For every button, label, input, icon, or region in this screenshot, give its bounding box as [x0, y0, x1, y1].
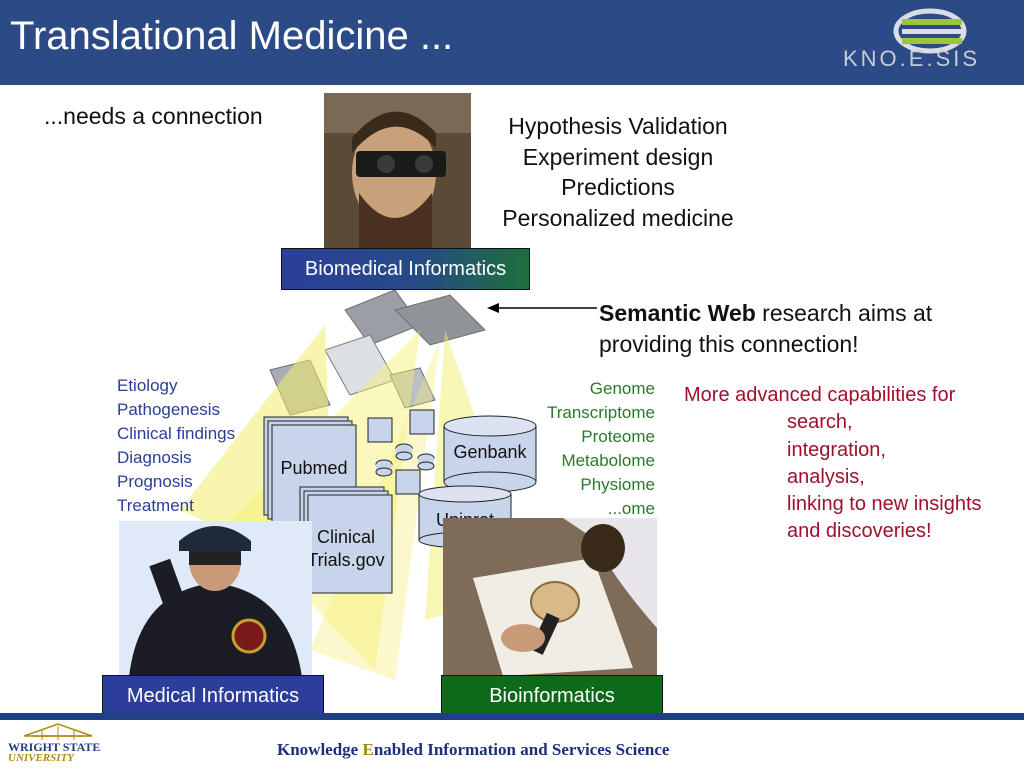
footer-tagline: Knowledge Enabled Information and Servic… [277, 740, 669, 760]
capability-item: linking to new insights [787, 493, 982, 516]
goal-item: Predictions [561, 174, 675, 200]
researcher-photo-right [443, 518, 657, 676]
arrow-left-icon [487, 303, 597, 313]
medical-informatics-box: Medical Informatics [102, 675, 324, 717]
omics-term: Metabolome [561, 451, 655, 470]
omics-term: Genome [589, 379, 655, 398]
clinical-terms-list: Etiology Pathogenesis Clinical findings … [117, 374, 235, 518]
wsu-line1: WRIGHT STATE [8, 740, 101, 754]
goal-item: Personalized medicine [502, 204, 734, 231]
omics-term: Proteome [581, 427, 655, 446]
capability-item: analysis, [787, 465, 865, 488]
footer-prefix: Knowledge [277, 740, 363, 759]
clinical-term: Prognosis [117, 472, 193, 491]
clinical-term: Pathogenesis [117, 400, 221, 419]
footer-e: E [362, 740, 374, 759]
genbank-database [443, 415, 537, 493]
footer-bar [0, 713, 1024, 720]
omics-terms-list: Genome Transcriptome Proteome Metabolome… [480, 377, 655, 521]
clinical-term: Clinical findings [117, 424, 236, 443]
pubmed-label: Pubmed [280, 458, 348, 478]
biomedical-informatics-box: Biomedical Informatics [281, 248, 530, 290]
semantic-web-statement: Semantic Web research aims at providing … [599, 298, 932, 360]
small-data-icons [367, 409, 435, 495]
capability-item: search, [787, 411, 853, 434]
capability-item: integration, [787, 438, 886, 461]
footer-rest: nabled Information and Services Science [373, 740, 670, 759]
subtitle: ...needs a connection [44, 103, 263, 129]
footer [0, 720, 1024, 768]
omics-term: Physiome [580, 475, 655, 494]
knoesis-logo-icon [893, 8, 967, 54]
capabilities-intro: More advanced capabilities for [684, 384, 956, 406]
header-bar [0, 0, 1024, 85]
clinical-trials-document-stack [299, 486, 393, 594]
slide-title: Translational Medicine ... [10, 14, 454, 58]
wright-state-logo-icon [23, 723, 93, 740]
researcher-photo-left [119, 521, 312, 677]
capability-item: and discoveries! [787, 520, 932, 543]
semantic-web-rest: research aims at [755, 300, 933, 326]
clinical-term: Etiology [117, 376, 178, 395]
omics-term: Transcriptome [546, 403, 655, 422]
goal-item: Hypothesis Validation [508, 113, 728, 139]
knoesis-logo-text: KNO.E.SIS [843, 46, 981, 71]
wsu-line2: UNIVERSITY [8, 752, 75, 764]
semantic-web-line2: providing this connection! [599, 331, 859, 357]
researcher-photo-top [324, 93, 471, 249]
clinical-trials-label: Clinical Trials.gov [304, 526, 388, 572]
capabilities-list: More advanced capabilities for search, i… [684, 382, 982, 546]
clinical-trials-line2: Trials.gov [307, 550, 385, 570]
bioinformatics-box: Bioinformatics [441, 675, 663, 717]
clinical-term: Treatment [117, 496, 194, 515]
omics-term: ...ome [607, 499, 655, 518]
clinical-term: Diagnosis [117, 448, 192, 467]
genbank-label: Genbank [453, 442, 527, 462]
semantic-web-bold: Semantic Web [599, 300, 756, 326]
goals-list: Hypothesis Validation Experiment design … [480, 111, 756, 233]
goal-item: Experiment design [522, 143, 714, 170]
clinical-trials-line1: Clinical [316, 527, 376, 547]
wright-state-logo-text: WRIGHT STATE UNIVERSITY [8, 740, 101, 764]
